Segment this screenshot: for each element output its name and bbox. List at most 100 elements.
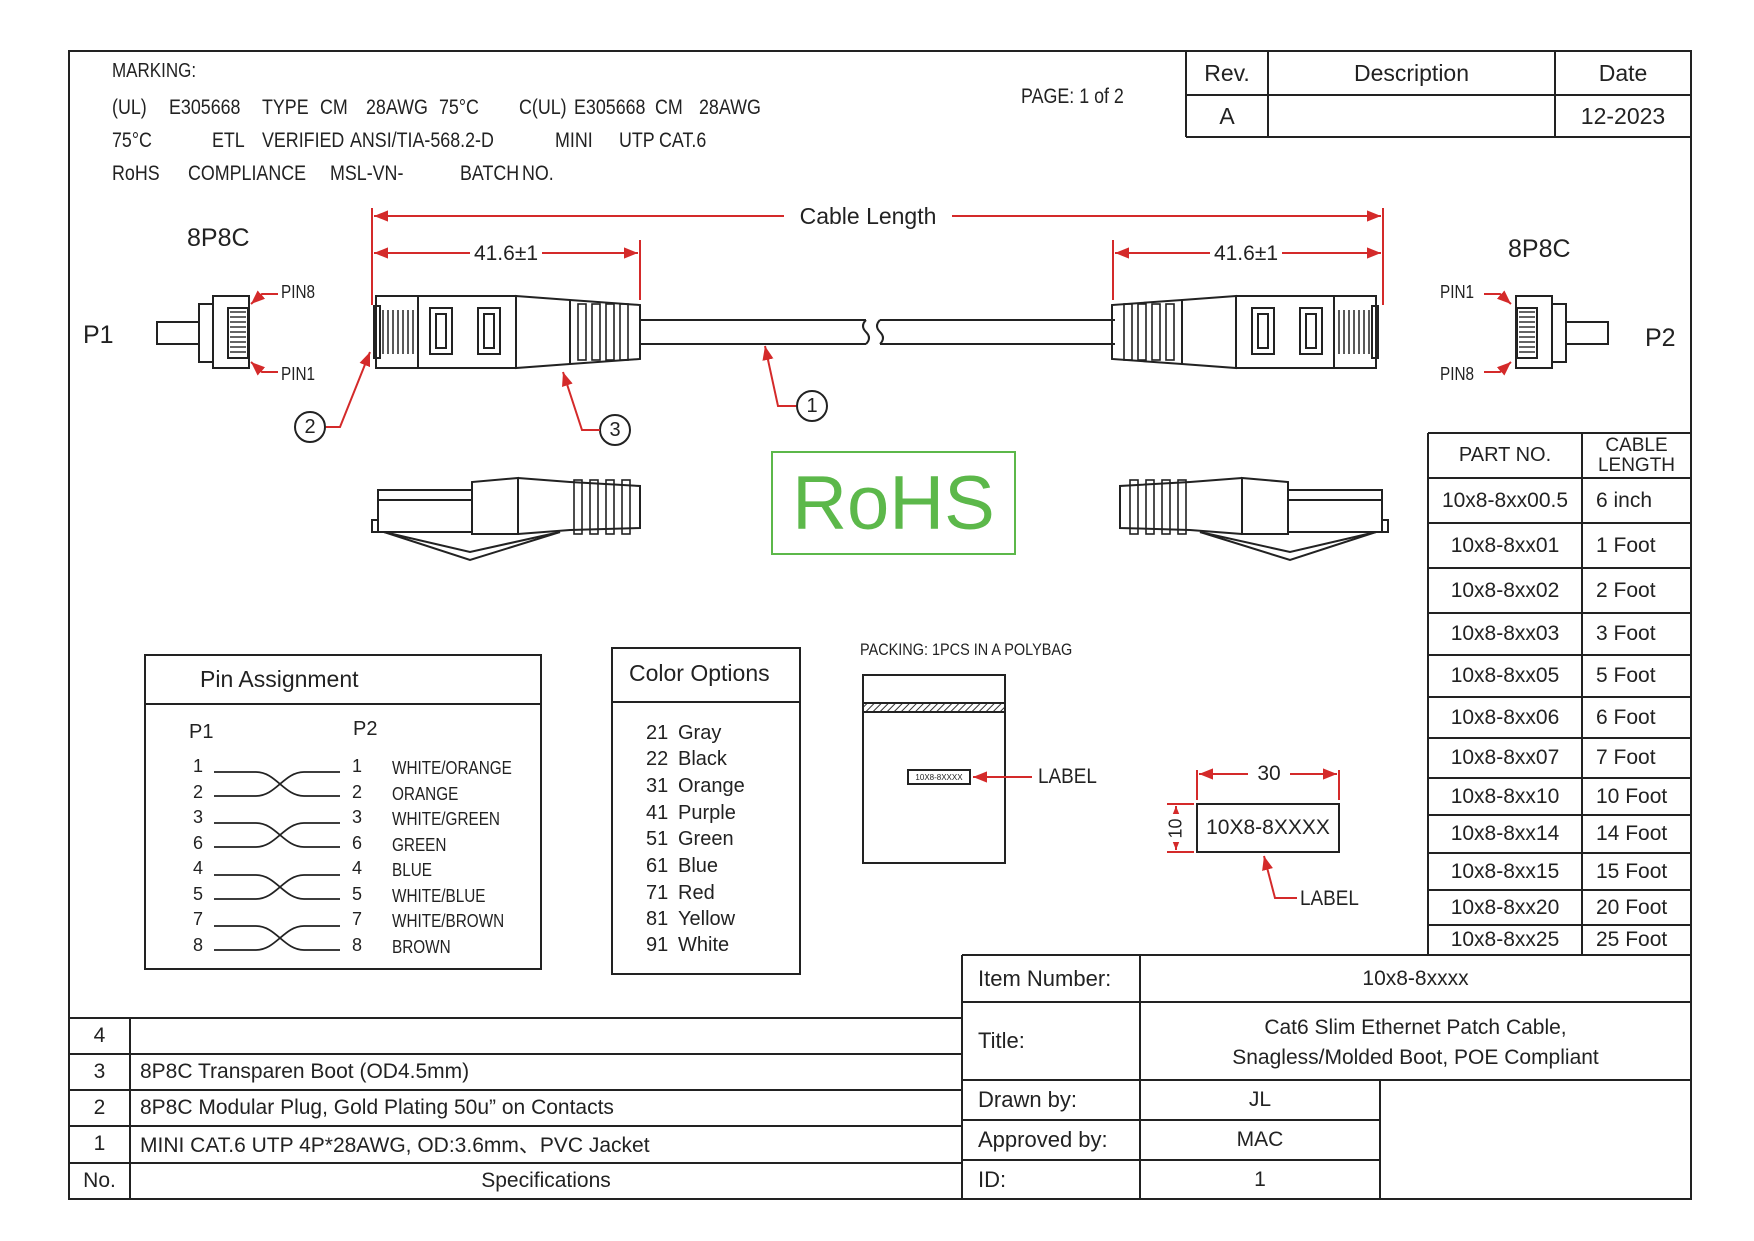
- left-plug-top: [373, 294, 641, 370]
- packing-note: PACKING: 1PCS IN A POLYBAG: [860, 640, 1073, 659]
- date-value: 12-2023: [1580, 102, 1666, 129]
- marking-word: ANSI/TIA-568.2-D: [350, 129, 494, 152]
- pin-wire-color: BROWN: [392, 937, 451, 957]
- color-name: Gray: [678, 722, 722, 744]
- page-indicator: PAGE: 1 of 2: [1021, 85, 1124, 108]
- color-code: 21: [646, 722, 669, 744]
- color-options-title: Color Options: [629, 660, 770, 686]
- part-cable-length: 15 Foot: [1596, 859, 1668, 883]
- color-code: 41: [646, 802, 669, 824]
- revision-table-lines: [1185, 51, 1691, 138]
- rohs-box: [771, 451, 1016, 555]
- date-header: Date: [1598, 59, 1648, 86]
- title-label: Title:: [978, 1028, 1025, 1053]
- color-code: 22: [646, 748, 669, 770]
- left-plug-dimension: 41.6±1: [470, 240, 542, 268]
- pin-p2-number: 6: [352, 833, 363, 853]
- spec-item-no: 2: [93, 1096, 106, 1119]
- part-number: 10x8-8xx10: [1450, 784, 1560, 808]
- part-cable-length: 6 inch: [1596, 488, 1653, 512]
- part-number: 10x8-8xx03: [1450, 622, 1560, 645]
- marking-word: UTP: [619, 129, 655, 152]
- spec-item-text: [140, 1018, 960, 1054]
- rev-value: A: [1219, 102, 1235, 129]
- color-code: 91: [646, 934, 669, 956]
- part-number: 10x8-8xx14: [1450, 822, 1560, 845]
- pin-p2-number: 3: [352, 807, 363, 827]
- color-code: 71: [646, 882, 669, 904]
- label-height-dimension: 10: [1165, 817, 1186, 839]
- marking-word: 28AWG: [699, 96, 761, 119]
- right-connector-type: 8P8C: [1508, 235, 1571, 263]
- part-number: 10x8-8xx15: [1450, 859, 1560, 883]
- part-cable-length: 25 Foot: [1596, 928, 1668, 951]
- marking-word: RoHS: [112, 162, 160, 185]
- polybag: [862, 674, 1006, 864]
- pin-wire-color: WHITE/GREEN: [392, 809, 500, 829]
- label-height-dimension-box: 10: [1165, 814, 1186, 842]
- right-plug-dimension: 41.6±1: [1210, 240, 1282, 268]
- left-pin8-label: PIN8: [281, 282, 316, 302]
- pin-p1-number: 4: [193, 858, 204, 878]
- marking-word: ETL: [212, 129, 245, 152]
- pin-wire-color: BLUE: [392, 860, 432, 880]
- part-cable-length: 7 Foot: [1596, 746, 1656, 769]
- pin-p1-number: 8: [193, 935, 204, 955]
- marking-word: BATCH: [460, 162, 520, 185]
- specs-header: Specifications: [481, 1169, 611, 1192]
- color-code: 31: [646, 775, 669, 797]
- label-text: 10X8-8XXXX: [1206, 816, 1330, 839]
- part-cable-length: 10 Foot: [1596, 784, 1668, 808]
- part-cable-length: 1 Foot: [1596, 533, 1656, 557]
- color-code: 61: [646, 855, 669, 877]
- left-plug-end-view: [156, 295, 250, 369]
- spec-item-text: 8P8C Modular Plug, Gold Plating 50u” on …: [140, 1096, 614, 1119]
- pin-wire-color: GREEN: [392, 835, 447, 855]
- specs-table-lines: [69, 1017, 962, 1199]
- callout-1: 1: [806, 394, 818, 417]
- cable-body: [640, 319, 1115, 345]
- left-connector-type: 8P8C: [187, 224, 250, 252]
- spec-item-text: 8P8C Transparen Boot (OD4.5mm): [140, 1060, 470, 1083]
- color-name: Purple: [678, 802, 736, 824]
- title-block-lines: [961, 954, 1691, 1199]
- pin-wire-color: WHITE/ORANGE: [392, 758, 512, 778]
- part-cable-length: 3 Foot: [1596, 622, 1656, 645]
- pin-p2-header: P2: [353, 718, 378, 740]
- spec-item-text: MINI CAT.6 UTP 4P*28AWG, OD:3.6mm、PVC Ja…: [140, 1134, 650, 1157]
- part-cable-length: 5 Foot: [1596, 664, 1656, 687]
- pin-p2-number: 2: [352, 782, 363, 802]
- bag-label-callout: LABEL: [1038, 765, 1097, 788]
- pin-p1-number: 7: [193, 909, 204, 929]
- cable-length-label: Cable Length: [786, 200, 950, 232]
- pin-wire-color: ORANGE: [392, 784, 459, 804]
- right-plug-end-view: [1515, 295, 1609, 369]
- rev-header: Rev.: [1204, 59, 1250, 86]
- marking-word: C(UL): [519, 96, 567, 119]
- left-pin1-label: PIN1: [281, 364, 316, 384]
- pin-wire-color: WHITE/BLUE: [392, 886, 486, 906]
- right-plug-top: [1111, 294, 1379, 370]
- label-box: [1196, 803, 1340, 853]
- marking-word: E305668: [574, 96, 646, 119]
- right-pin8-label: PIN8: [1440, 364, 1475, 384]
- p1-label: P1: [83, 321, 114, 349]
- marking-word: 75°C: [112, 129, 152, 152]
- item-number-value: 10x8-8xxxx: [1362, 966, 1469, 990]
- part-cable-length: 2 Foot: [1596, 578, 1656, 602]
- part-no-header: PART NO.: [1458, 444, 1552, 466]
- pin-p2-number: 7: [352, 909, 363, 929]
- sheet-border: [68, 50, 1692, 1200]
- specs-no-header: No.: [83, 1169, 116, 1192]
- color-name: Green: [678, 828, 734, 850]
- pin-p1-number: 1: [193, 756, 204, 776]
- color-name: White: [678, 934, 730, 956]
- pin-p2-number: 5: [352, 884, 363, 904]
- marking-word: MSL-VN-: [330, 162, 404, 185]
- drawn-by-value: JL: [1248, 1088, 1272, 1111]
- title-line-1: Cat6 Slim Ethernet Patch Cable,: [1264, 1016, 1567, 1039]
- part-cable-length: 6 Foot: [1596, 705, 1656, 729]
- spec-item-no: 4: [93, 1024, 106, 1047]
- bag-label-box: [907, 769, 971, 785]
